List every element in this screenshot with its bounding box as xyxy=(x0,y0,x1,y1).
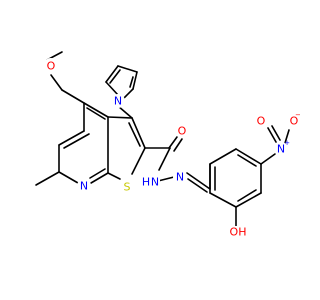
bond xyxy=(58,130,85,146)
bond xyxy=(132,71,138,90)
bond xyxy=(284,129,290,144)
bond xyxy=(168,136,178,149)
bond xyxy=(107,172,121,180)
bond xyxy=(105,81,119,96)
atom-nitro-oxygen: O xyxy=(254,114,268,128)
bond xyxy=(58,171,79,184)
bond xyxy=(267,127,277,143)
atom-sulfur: S xyxy=(120,180,134,194)
svg-text:+: + xyxy=(284,139,290,147)
bond xyxy=(237,189,257,202)
bond xyxy=(117,65,138,73)
bond xyxy=(131,117,146,149)
svg-text:H: H xyxy=(142,176,150,189)
svg-text:−: − xyxy=(295,111,300,119)
bond xyxy=(117,105,133,119)
bond xyxy=(237,154,257,167)
svg-text:O: O xyxy=(47,60,56,73)
bond xyxy=(235,192,262,208)
bond xyxy=(260,153,276,165)
bonds xyxy=(35,51,290,227)
atom-hydroxyl: OH xyxy=(229,226,247,239)
bond xyxy=(209,192,237,208)
bond xyxy=(186,172,211,190)
bond xyxy=(105,65,119,83)
bond xyxy=(235,148,262,165)
svg-text:O: O xyxy=(178,125,187,138)
atom-pyridine-nitrogen: N xyxy=(77,179,91,193)
svg-text:N: N xyxy=(80,180,88,193)
bond xyxy=(35,171,60,186)
svg-text:O: O xyxy=(257,115,266,128)
bond xyxy=(83,102,109,118)
atom-amide-nh: H N xyxy=(142,176,160,189)
bond xyxy=(63,133,90,149)
bond xyxy=(107,116,133,119)
svg-text:N: N xyxy=(277,143,285,156)
atom-pyrrole-nitrogen: N xyxy=(111,94,125,108)
atom-nitro-oxygen-anion: O − xyxy=(287,111,300,128)
atom-carbonyl-oxygen: O xyxy=(175,124,189,138)
bond xyxy=(50,74,63,91)
bond xyxy=(109,69,121,84)
molecule-structure: O O N N + O − N S H xyxy=(35,51,300,239)
bond xyxy=(128,122,141,147)
bond xyxy=(187,178,208,193)
svg-text:N: N xyxy=(151,176,159,189)
svg-text:OH: OH xyxy=(230,226,247,239)
bond xyxy=(173,138,183,152)
atom-nitro-nitrogen: N + xyxy=(274,139,290,156)
bond xyxy=(129,76,134,88)
svg-text:O: O xyxy=(290,115,299,128)
bond xyxy=(157,176,175,182)
bond xyxy=(209,148,237,165)
bond xyxy=(89,168,106,179)
svg-text:N: N xyxy=(176,171,184,184)
svg-text:N: N xyxy=(114,95,122,108)
bond xyxy=(122,88,134,100)
bond xyxy=(158,147,171,171)
atom-methoxy-oxygen: O xyxy=(43,58,59,74)
atom-labels: O O N N + O − N S H xyxy=(43,58,300,239)
bond xyxy=(61,89,85,104)
bond xyxy=(271,125,281,141)
bond xyxy=(131,147,146,175)
bond xyxy=(86,107,106,120)
svg-text:S: S xyxy=(124,181,131,194)
bond xyxy=(90,172,109,184)
atom-imine-nitrogen: N xyxy=(173,170,187,184)
